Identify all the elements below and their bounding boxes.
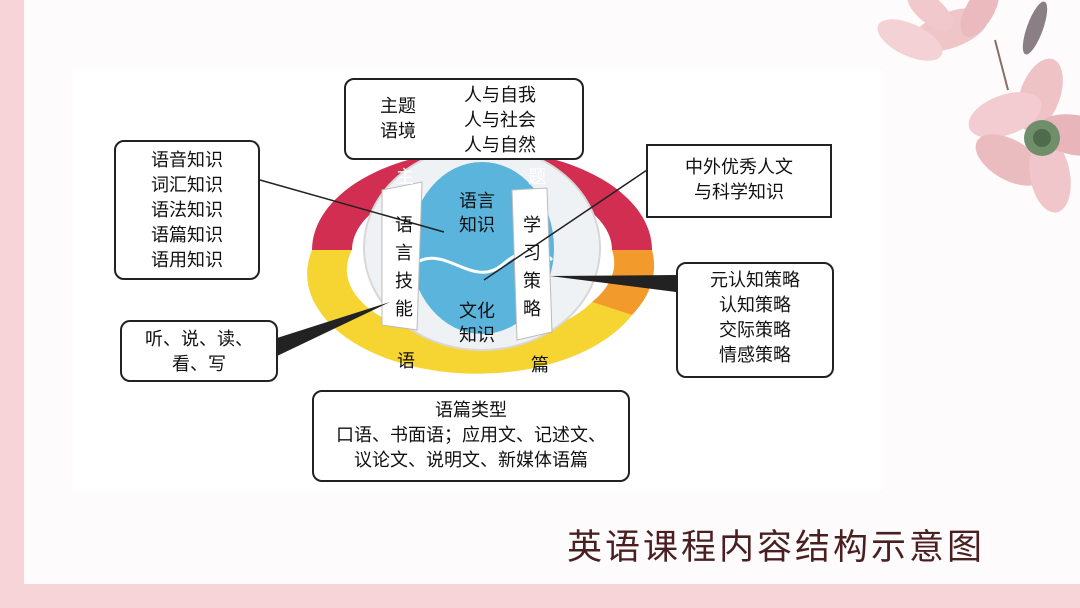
language-knowledge-label: 语言 知识	[459, 191, 495, 236]
ring-bottom-label-2: 篇	[531, 355, 549, 376]
strategies-arrow	[511, 187, 553, 341]
connector-strategies	[550, 275, 676, 292]
text-types-box: 语篇类型 口语、书面语；应用文、记述文、 议论文、说明文、新媒体语篇	[312, 390, 630, 482]
theme-context-box: 主题 语境 人与自我 人与社会 人与自然	[344, 78, 584, 160]
flower-decoration	[877, 0, 1080, 213]
ring-bottom-label-1: 语	[397, 351, 415, 372]
diagram-graphic	[259, 145, 676, 374]
cultural-knowledge-label: 文化 知识	[459, 301, 495, 346]
skills-box: 听、说、读、 看、写	[120, 320, 278, 382]
ring-top-segment	[312, 150, 652, 250]
diagram-canvas: 主 题 语 篇 语言 知识 文化 知识 语 言 技 能 学 习 策 略 主题 语…	[72, 70, 884, 490]
language-skills-label: 语 言 技 能	[395, 215, 413, 320]
skills-arrow	[381, 181, 423, 331]
connector-language-knowledge	[259, 179, 445, 233]
theme-items: 人与自我 人与社会 人与自然	[464, 85, 536, 156]
culture-knowledge-box: 中外优秀人文 与科学知识	[646, 144, 832, 218]
learning-strategies-label: 学 习 策 略	[523, 215, 541, 320]
connector-skills	[277, 302, 390, 356]
ring-top-label-1: 主	[396, 167, 414, 188]
strategies-box: 元认知策略 认知策略 交际策略 情感策略	[676, 262, 834, 378]
page-title: 英语课程内容结构示意图	[567, 528, 986, 568]
theme-context-label: 主题 语境	[380, 96, 416, 142]
connector-culture	[483, 169, 648, 281]
ring-top-label-2: 题	[528, 167, 546, 188]
language-knowledge-box: 语音知识 词汇知识 语法知识 语篇知识 语用知识	[114, 140, 260, 280]
ring-bottom-segment	[307, 250, 632, 374]
